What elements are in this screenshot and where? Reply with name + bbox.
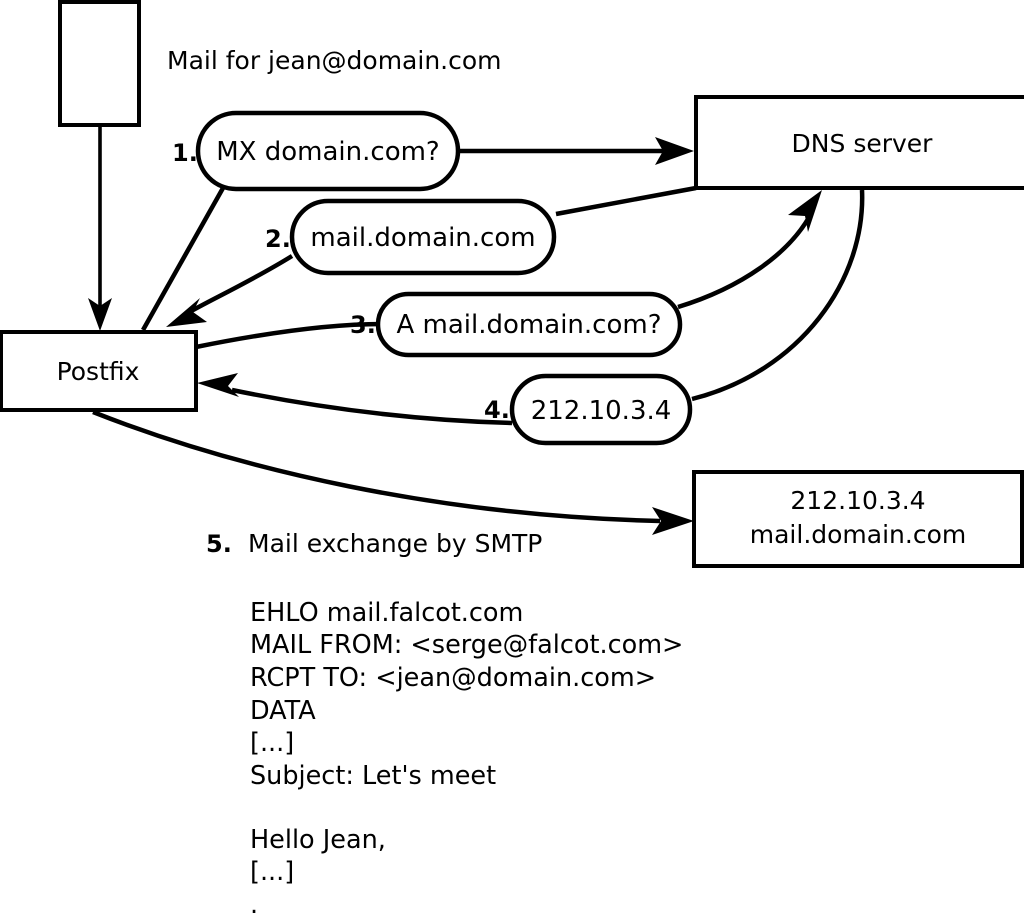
smtp-line: DATA <box>250 696 316 726</box>
connector-line <box>231 387 513 426</box>
step-1-bubble[interactable]: 1. MX domain.com? <box>172 110 461 192</box>
arrowhead-icon <box>166 298 207 327</box>
arrowhead-icon <box>788 190 822 232</box>
mail-server-node[interactable]: 212.10.3.4 mail.domain.com <box>692 470 1024 568</box>
dns-server-label: DNS server <box>792 129 934 158</box>
connector-client-to-postfix <box>88 125 112 331</box>
step-1-label: MX domain.com? <box>216 137 439 167</box>
postfix-node[interactable]: Postfix <box>0 330 198 412</box>
step-3-bubble[interactable]: 3. A mail.domain.com? <box>350 291 683 358</box>
smtp-line: [...] <box>250 728 294 758</box>
connector-step3-tail <box>195 321 383 350</box>
dns-server-box[interactable] <box>694 95 1024 190</box>
smtp-line: RCPT TO: <jean@domain.com> <box>250 663 656 693</box>
smtp-transcript: EHLO mail.falcot.com MAIL FROM: <serge@f… <box>250 598 683 919</box>
connector-step2-head <box>555 185 697 217</box>
step-4-number: 4. <box>484 396 510 424</box>
dns-server-node[interactable]: DNS server <box>694 95 1024 190</box>
step-5-label: Mail exchange by SMTP <box>248 529 542 558</box>
connector-step1-to-dns <box>458 137 694 165</box>
connector-line <box>184 254 294 316</box>
connector-step3-to-dns <box>677 190 822 310</box>
step-1-bubble-shape[interactable] <box>195 110 461 192</box>
arrowhead-icon <box>652 507 694 535</box>
step-4-bubble-shape[interactable] <box>509 373 693 446</box>
step-4-bubble[interactable]: 4. 212.10.3.4 <box>484 373 693 446</box>
arrowhead-icon <box>197 373 239 397</box>
smtp-line: Hello Jean, <box>250 825 386 855</box>
connector-step2-to-postfix <box>166 254 294 327</box>
step-5-row: 5. Mail exchange by SMTP <box>206 529 542 558</box>
step-2-number: 2. <box>265 225 291 253</box>
connector-step4-to-postfix <box>197 373 513 426</box>
smtp-line: [...] <box>250 857 294 887</box>
connector-line <box>677 210 814 310</box>
connector-step4-tail <box>691 189 865 402</box>
smtp-line: . <box>250 890 258 919</box>
postfix-box[interactable] <box>0 330 198 412</box>
mail-server-box[interactable] <box>692 470 1024 568</box>
page-title: Mail for jean@domain.com <box>167 46 502 75</box>
smtp-line: Subject: Let's meet <box>250 761 496 791</box>
mail-server-ip: 212.10.3.4 <box>790 486 925 515</box>
mail-server-hostname: mail.domain.com <box>750 520 966 549</box>
step-5-number: 5. <box>206 530 232 558</box>
step-3-number: 3. <box>350 311 376 339</box>
step-2-bubble[interactable]: 2. mail.domain.com <box>265 198 557 276</box>
step-3-bubble-shape[interactable] <box>375 291 683 358</box>
step-2-label: mail.domain.com <box>310 223 535 253</box>
smtp-line: MAIL FROM: <serge@falcot.com> <box>250 630 683 660</box>
arrowhead-icon <box>655 137 694 165</box>
step-1-number: 1. <box>172 139 198 167</box>
connector-step1-tail <box>141 186 225 332</box>
client-box[interactable] <box>58 0 141 127</box>
smtp-line: EHLO mail.falcot.com <box>250 598 523 628</box>
step-2-bubble-shape[interactable] <box>289 198 557 276</box>
connector-line <box>92 409 661 524</box>
postfix-label: Postfix <box>57 357 140 386</box>
step-3-label: A mail.domain.com? <box>397 310 662 340</box>
connector-step5-to-mailserver <box>92 409 694 535</box>
arrowhead-icon <box>88 298 112 331</box>
step-4-label: 212.10.3.4 <box>531 396 672 426</box>
